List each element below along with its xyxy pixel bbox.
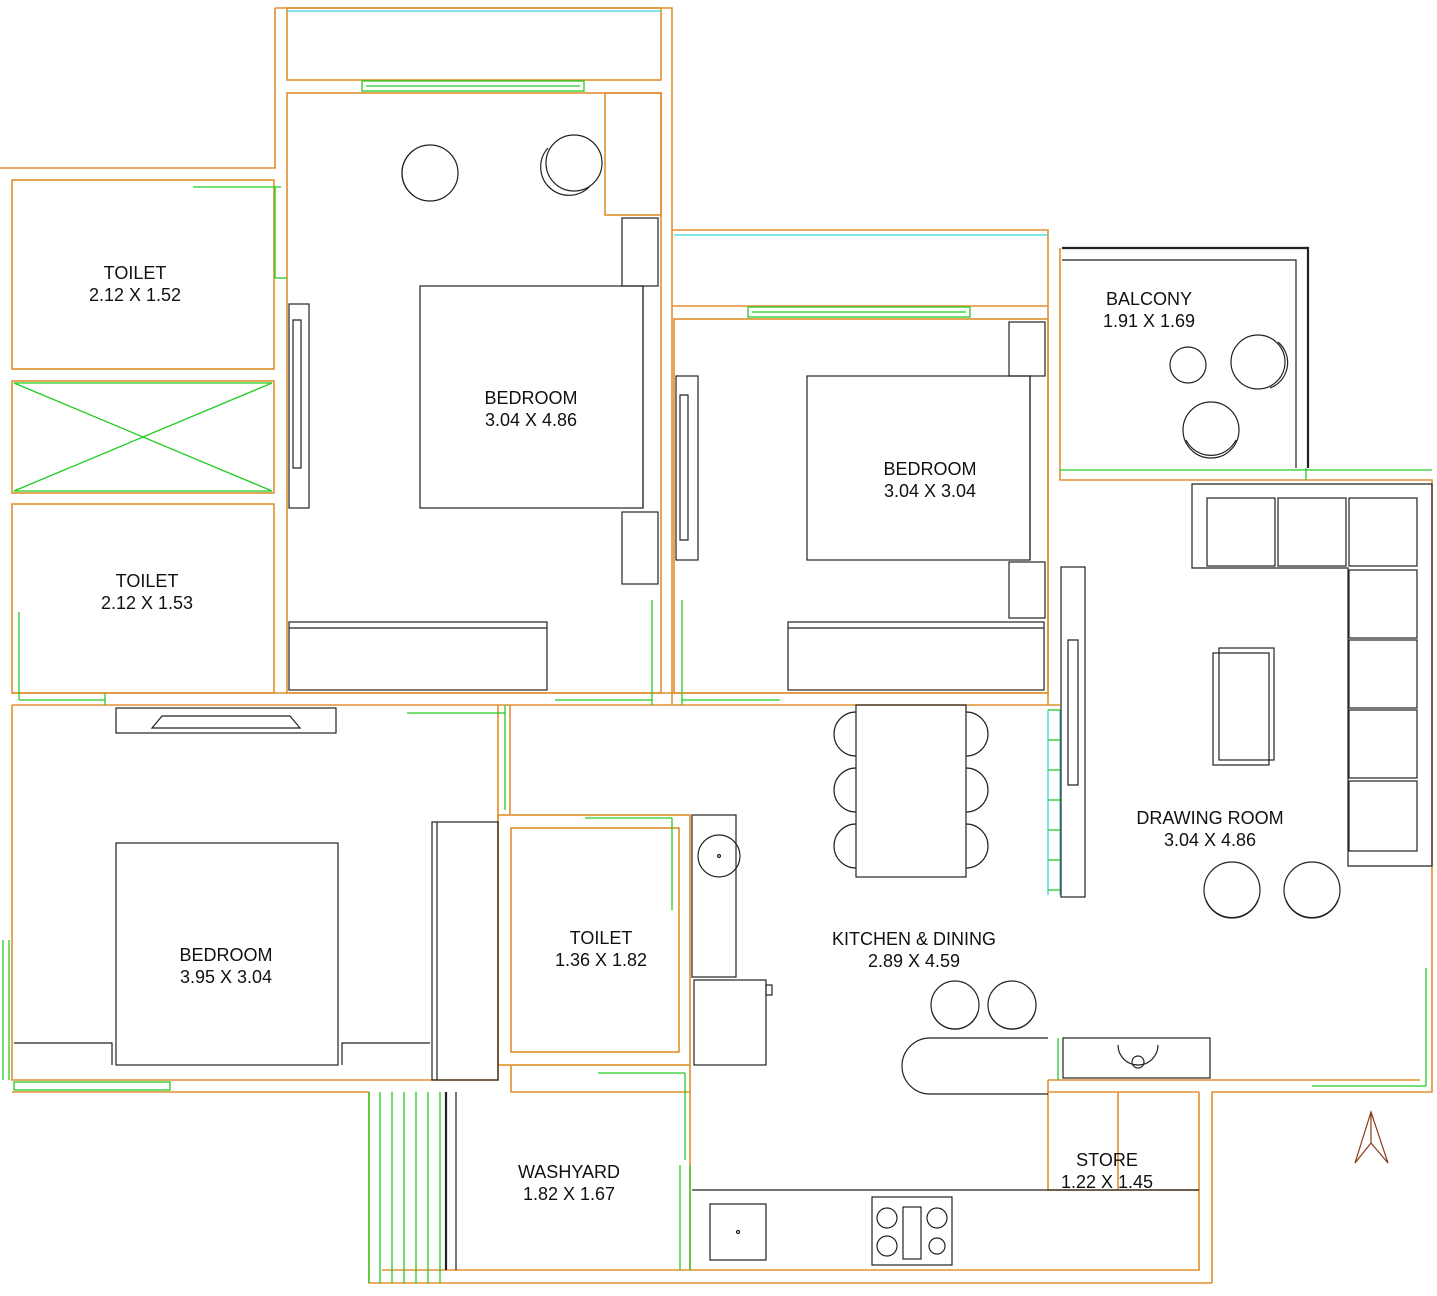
windows: [2, 80, 1432, 1283]
bedroom-2-size: 3.04 X 3.04: [884, 481, 976, 501]
north-arrow-icon: [1354, 1110, 1389, 1164]
drawing-room-size: 3.04 X 4.86: [1164, 830, 1256, 850]
kitchen-dining-name: KITCHEN & DINING: [832, 929, 996, 949]
toilet-2-size: 2.12 X 1.53: [101, 593, 193, 613]
balcony-size: 1.91 X 1.69: [1103, 311, 1195, 331]
sofa: [1191, 483, 1433, 867]
master-bedroom-name: BEDROOM: [484, 388, 577, 408]
bedroom-3-name: BEDROOM: [179, 945, 272, 965]
kitchen-dining-size: 2.89 X 4.59: [868, 951, 960, 971]
washyard-name: WASHYARD: [518, 1162, 620, 1182]
furniture: [14, 134, 1433, 1270]
toilet-3-size: 1.36 X 1.82: [555, 950, 647, 970]
dining-set: [833, 704, 989, 878]
store-name: STORE: [1076, 1150, 1138, 1170]
washyard-size: 1.82 X 1.67: [523, 1184, 615, 1204]
bedroom-3-bed: [14, 842, 430, 1066]
balcony-name: BALCONY: [1106, 289, 1192, 309]
master-bedroom-size: 3.04 X 4.86: [485, 410, 577, 430]
bedroom-2-bed: [806, 321, 1046, 619]
toilet-1-name: TOILET: [104, 263, 167, 283]
toilet-1-size: 2.12 X 1.52: [89, 285, 181, 305]
master-bed: [419, 217, 659, 585]
toilet-2-name: TOILET: [116, 571, 179, 591]
glass-railings: [287, 10, 1061, 895]
bedroom-2-name: BEDROOM: [883, 459, 976, 479]
walls: [0, 7, 1433, 1284]
drawing-room-name: DRAWING ROOM: [1136, 808, 1283, 828]
bedroom-3-size: 3.95 X 3.04: [180, 967, 272, 987]
store-size: 1.22 X 1.45: [1061, 1172, 1153, 1192]
room-labels: TOILET 2.12 X 1.52 TOILET 2.12 X 1.53 BE…: [89, 263, 1284, 1204]
toilet-3-name: TOILET: [570, 928, 633, 948]
